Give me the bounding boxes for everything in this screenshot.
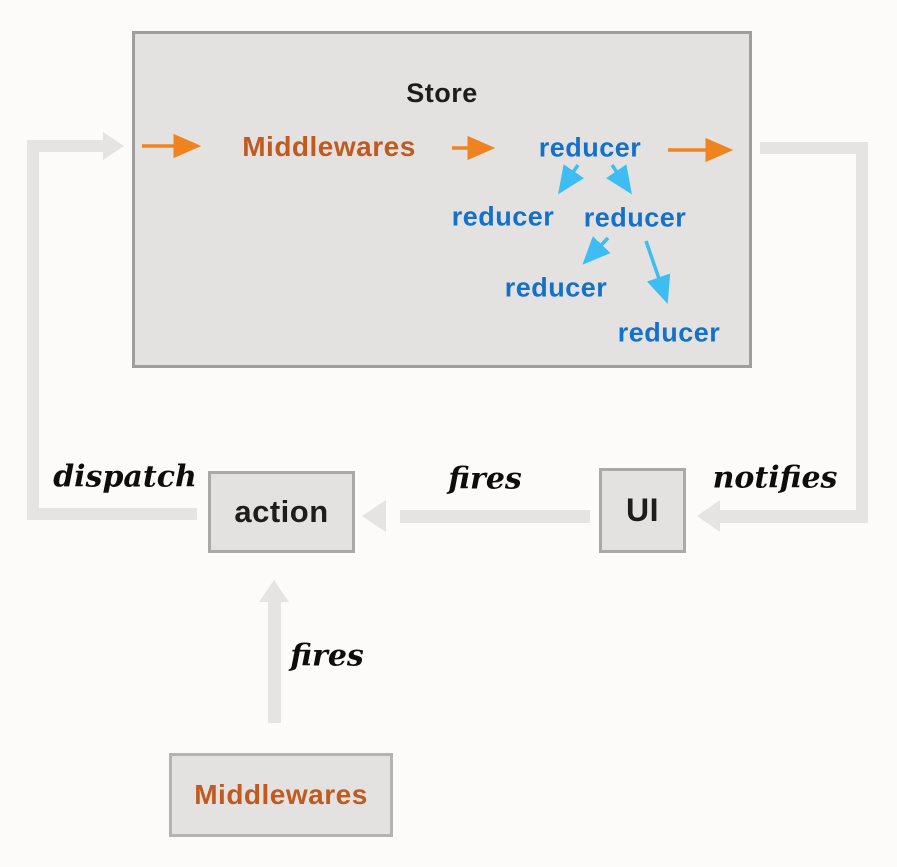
- ui-fires-edge-label: fires: [448, 461, 522, 497]
- notifies-arrowhead-icon: [697, 500, 720, 532]
- dispatch-arrowhead-icon: [103, 132, 124, 160]
- dispatch-path-top-segment: [27, 140, 103, 152]
- reducer-child-left-label: reducer: [451, 201, 555, 232]
- reducer-child-right-label: reducer: [583, 202, 687, 233]
- store-title: Store: [406, 78, 478, 108]
- middlewares-label: Middlewares: [194, 779, 368, 810]
- store-box: Store: [132, 31, 752, 368]
- store-middlewares-label: Middlewares: [242, 131, 416, 162]
- middleware-fires-edge-label: fires: [290, 638, 364, 674]
- ui-fires-arrowhead-icon: [362, 500, 386, 532]
- ui-label: UI: [626, 492, 659, 528]
- reducer-grandchild-left-label: reducer: [504, 272, 608, 303]
- dispatch-path-vertical-segment: [27, 140, 39, 520]
- reducer-grandchild-right-label: reducer: [617, 317, 721, 348]
- ui-fires-arrow-body: [400, 510, 590, 523]
- action-label: action: [234, 494, 329, 529]
- middlewares-box: Middlewares: [169, 753, 393, 837]
- middleware-fires-arrowhead-icon: [259, 580, 289, 602]
- action-box: action: [208, 471, 355, 553]
- notifies-arrow-body: [719, 510, 868, 523]
- ui-box: UI: [599, 468, 686, 553]
- middleware-fires-arrow-body: [268, 601, 281, 723]
- notifies-path-vertical-segment: [856, 142, 868, 523]
- notifies-edge-label: notifies: [712, 460, 838, 496]
- dispatch-edge-label: dispatch: [53, 459, 197, 495]
- notifies-path-top-segment: [760, 142, 868, 154]
- dispatch-path-bottom-segment: [27, 508, 197, 520]
- reducer-root-label: reducer: [538, 132, 642, 163]
